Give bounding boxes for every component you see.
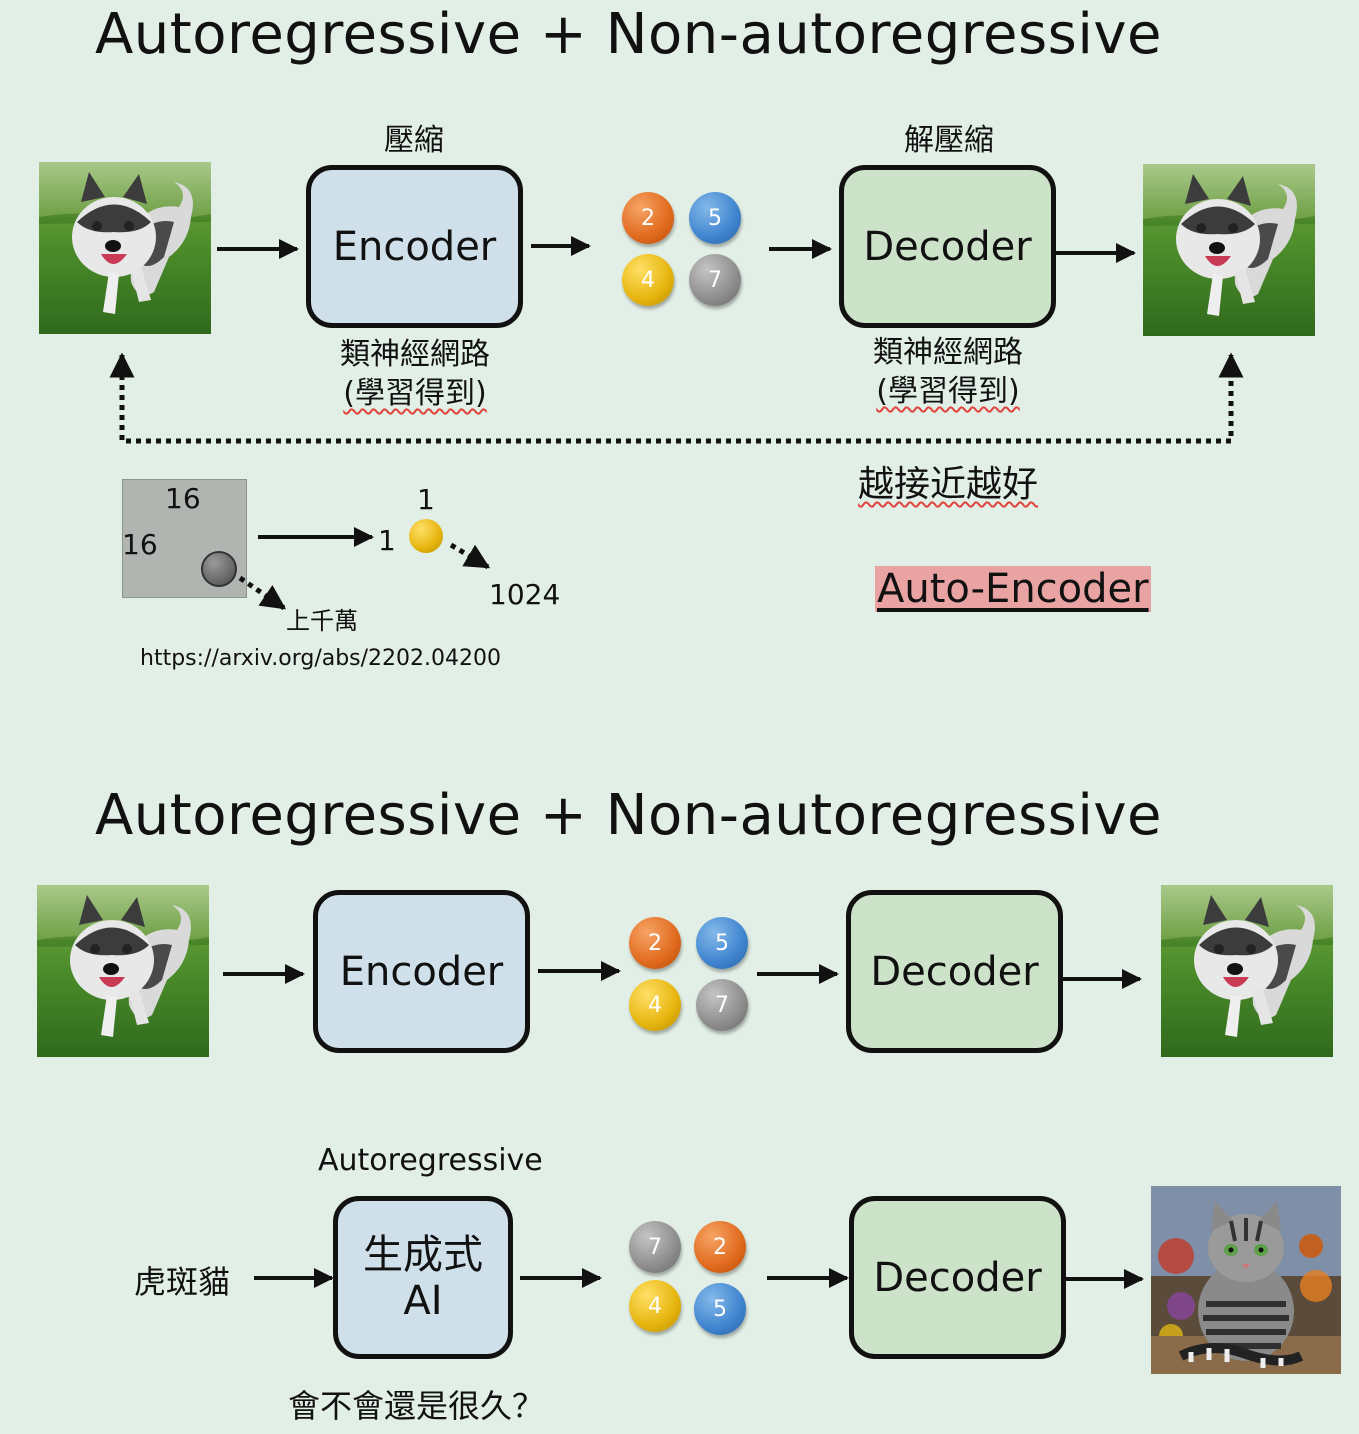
dotted-feedback-line: [109, 352, 1244, 444]
encoder-box: Encoder: [306, 165, 523, 328]
gen-ai-line2: AI: [403, 1277, 443, 1324]
token-ball: 7: [689, 254, 741, 306]
millions-label: 上千萬: [286, 607, 358, 635]
dotted-arrow: [449, 542, 491, 570]
nn-line1: 類神經網路: [340, 337, 490, 372]
token-ball: 2: [622, 192, 674, 244]
nn-line1: 類神經網路: [873, 335, 1023, 370]
husky-dog-image: [37, 885, 209, 1057]
one-side-label: 1: [378, 524, 396, 557]
paper-url[interactable]: https://arxiv.org/abs/2202.04200: [140, 646, 502, 671]
token-ball: 7: [629, 1221, 681, 1273]
husky-dog-image: [1161, 885, 1333, 1057]
decoder-label: Decoder: [870, 948, 1039, 995]
decoder-box: Decoder: [839, 165, 1056, 328]
one-top-label: 1: [417, 483, 435, 516]
token-ball: 2: [694, 1221, 746, 1273]
pixel-dot: [201, 551, 237, 587]
patch-height-label: 16: [122, 528, 158, 561]
compress-label: 壓縮: [384, 123, 444, 158]
token-ball: 7: [696, 979, 748, 1031]
question-text: 會不會還是很久？: [288, 1387, 545, 1425]
token-ball: 5: [694, 1283, 746, 1335]
latent-dot: [409, 519, 443, 553]
gen-ai-line1: 生成式: [363, 1231, 483, 1278]
decoder-nn-label: 類神經網路 (學習得到): [843, 333, 1053, 411]
page-title-top: Autoregressive + Non-autoregressive: [95, 2, 1163, 67]
page-title-bottom: Autoregressive + Non-autoregressive: [95, 783, 1163, 848]
decoder-label: Decoder: [863, 223, 1032, 270]
nn-line2: (學習得到): [343, 376, 487, 411]
tabby-cat-image: [1151, 1186, 1341, 1374]
token-ball: 5: [696, 917, 748, 969]
decoder-box: Decoder: [846, 890, 1063, 1053]
encoder-box: Encoder: [313, 890, 530, 1053]
husky-dog-image: [1143, 164, 1315, 336]
token-ball: 2: [629, 917, 681, 969]
nn-line2: (學習得到): [876, 374, 1020, 409]
autoregressive-label: Autoregressive: [318, 1143, 543, 1178]
token-ball: 4: [622, 254, 674, 306]
generative-ai-box: 生成式 AI: [333, 1196, 513, 1359]
token-ball: 4: [629, 979, 681, 1031]
closer-better-label: 越接近越好: [858, 464, 1039, 505]
token-ball: 4: [629, 1280, 681, 1332]
autoencoder-label: Auto-Encoder: [875, 566, 1151, 612]
decoder-label: Decoder: [873, 1254, 1042, 1301]
patch-width-label: 16: [165, 482, 201, 515]
encoder-label: Encoder: [332, 223, 497, 270]
vocab-size-label: 1024: [489, 578, 561, 611]
husky-dog-image: [39, 162, 211, 334]
encoder-label: Encoder: [339, 948, 504, 995]
prompt-text: 虎斑貓: [134, 1263, 231, 1301]
decompress-label: 解壓縮: [904, 123, 994, 158]
token-ball: 5: [689, 192, 741, 244]
encoder-nn-label: 類神經網路 (學習得到): [310, 335, 520, 413]
decoder-box: Decoder: [849, 1196, 1066, 1359]
